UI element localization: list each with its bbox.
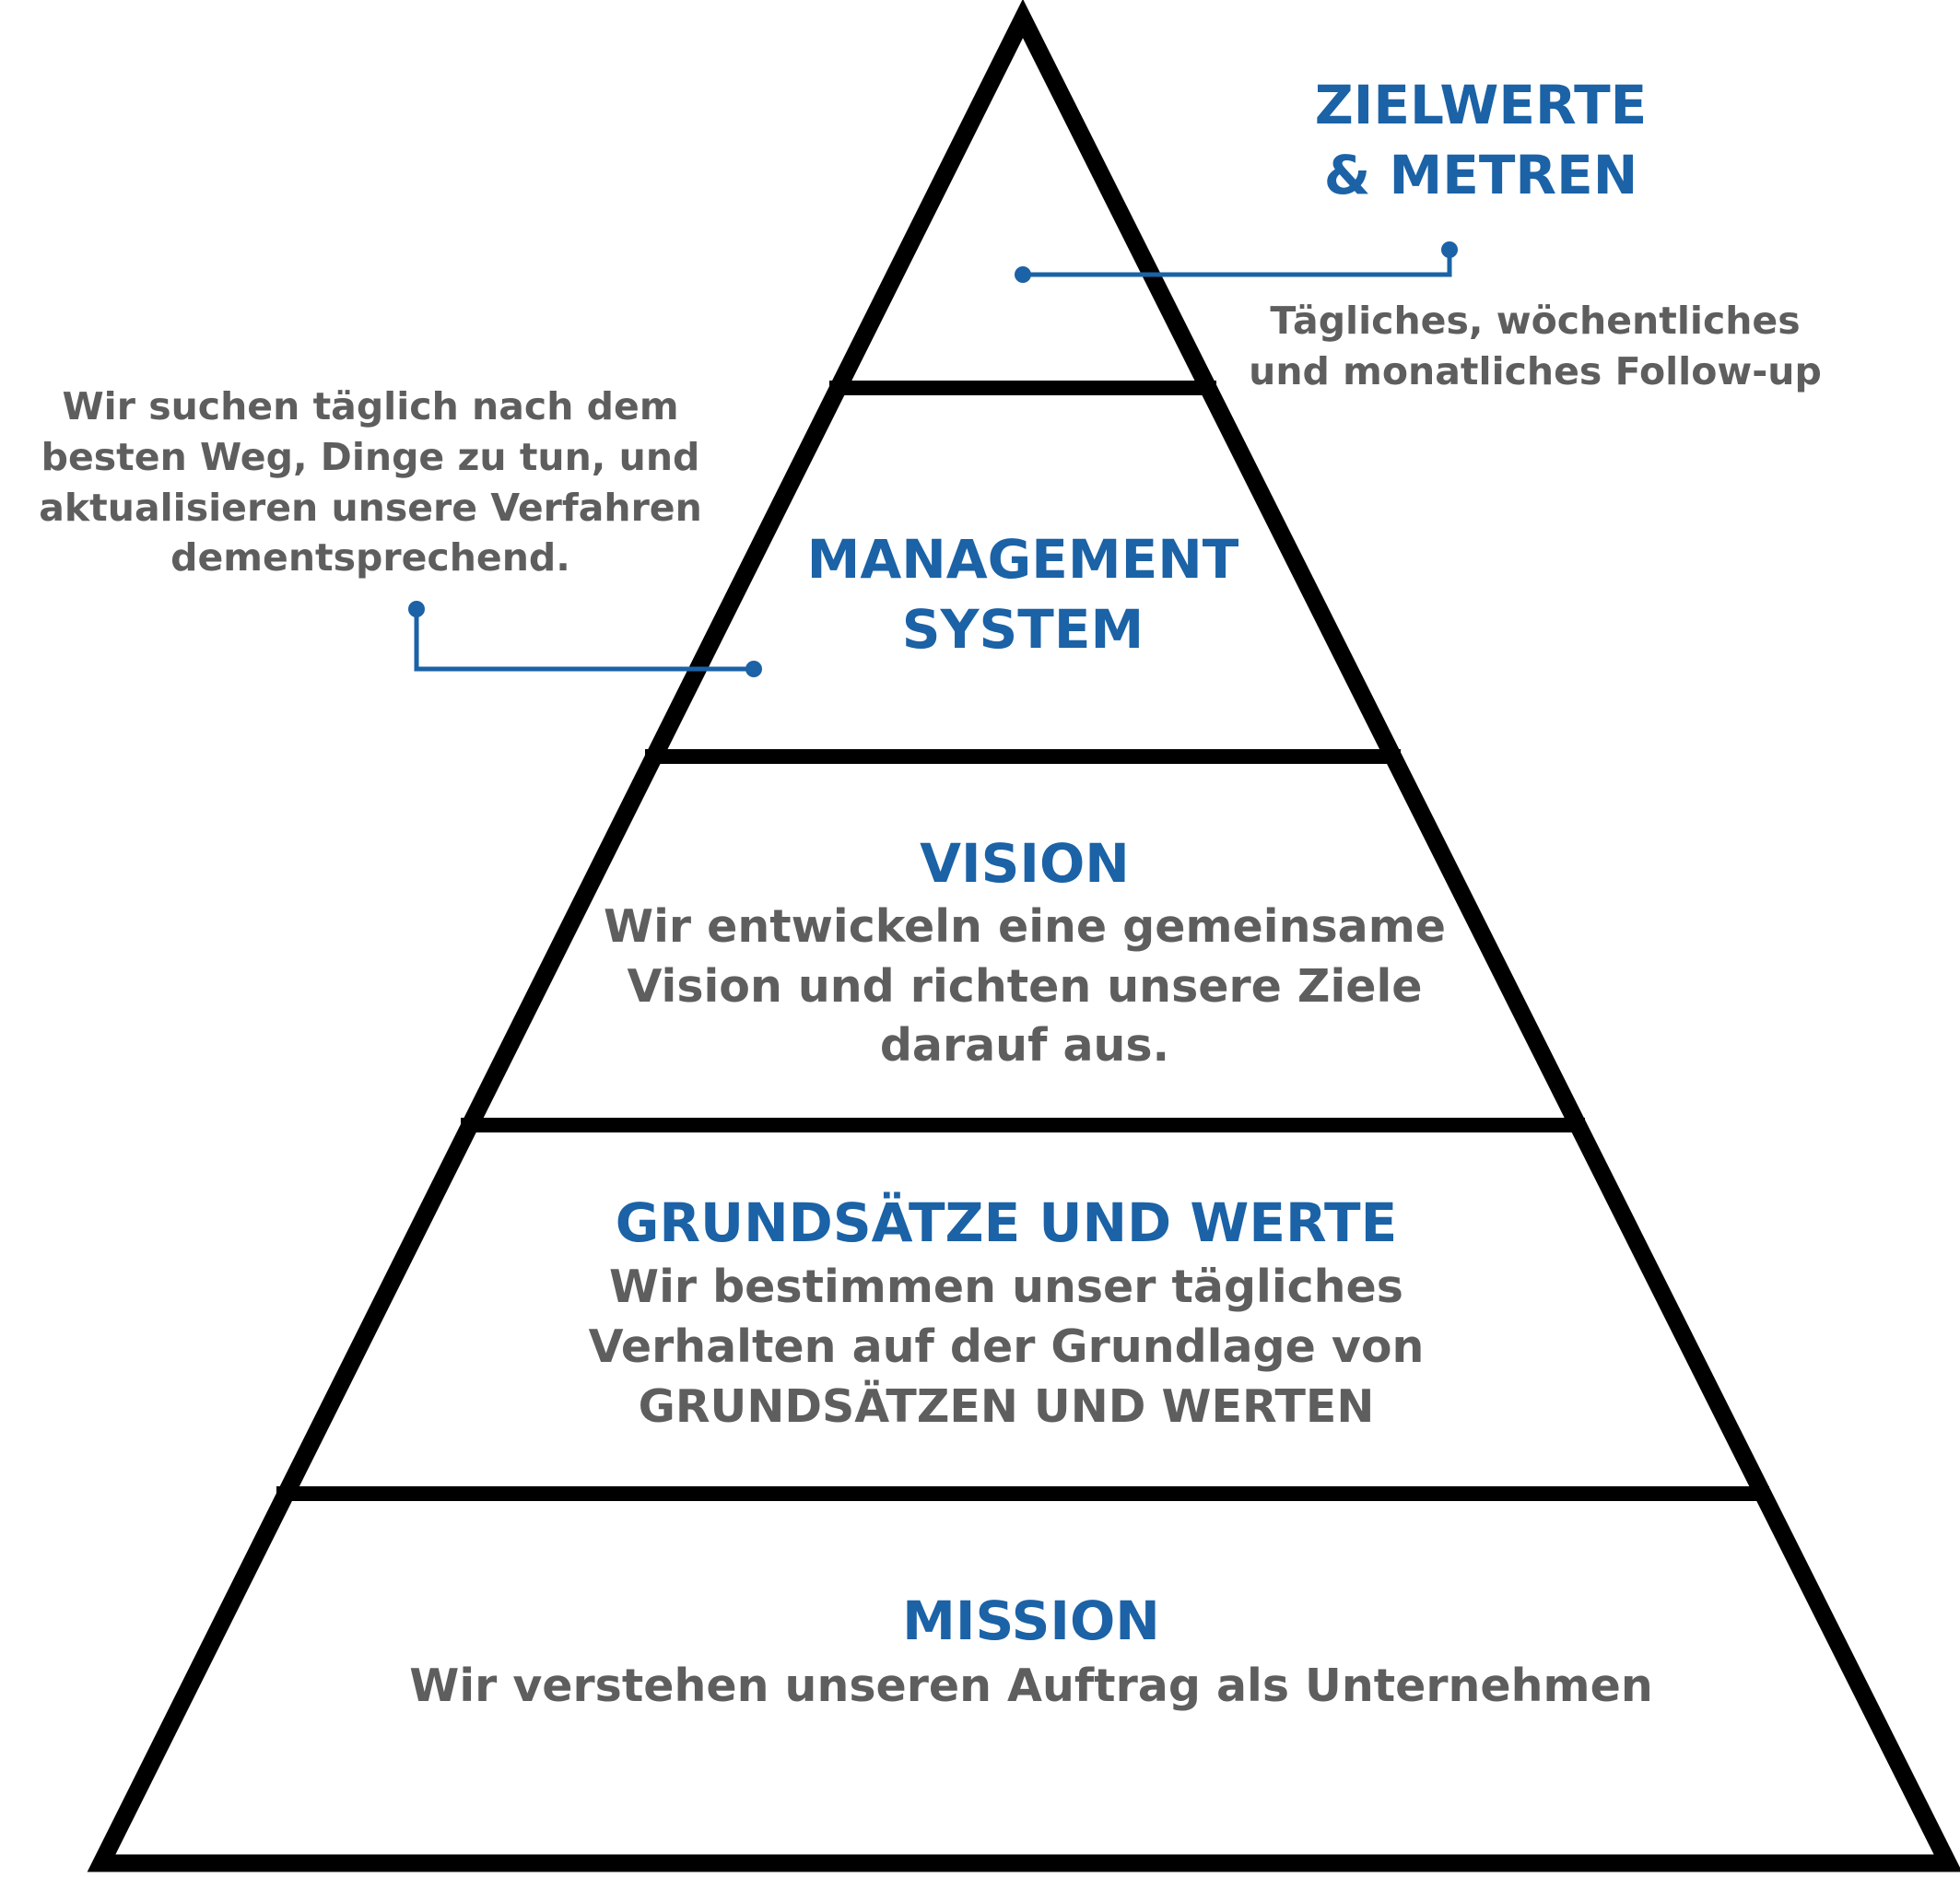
level-mission: MISSION Wir verstehen unseren Auftrag al… bbox=[409, 1590, 1652, 1712]
connector-dot bbox=[745, 661, 762, 677]
level-grundsaetze-und-werte: GRUNDSÄTZE UND WERTE Wir bestimmen unser… bbox=[589, 1191, 1425, 1433]
callout-title-line: ZIELWERTE bbox=[1315, 74, 1648, 136]
level-management-system: MANAGEMENT SYSTEM bbox=[807, 528, 1239, 661]
callout-text-line: aktualisieren unsere Verfahren bbox=[39, 486, 702, 530]
callout-text-line: besten Weg, Dinge zu tun, und bbox=[41, 435, 700, 479]
level-text-line: GRUNDSÄTZEN UND WERTEN bbox=[639, 1379, 1375, 1433]
level-text-line: Verhalten auf der Grundlage von bbox=[589, 1320, 1425, 1373]
connector-line bbox=[1023, 250, 1452, 277]
level-text-line: Wir verstehen unseren Auftrag als Untern… bbox=[409, 1660, 1652, 1712]
side-callout: Wir suchen täglich nach dem besten Weg, … bbox=[39, 384, 762, 677]
connector-dot bbox=[1441, 241, 1458, 258]
level-title: MISSION bbox=[902, 1590, 1160, 1652]
level-title: SYSTEM bbox=[902, 598, 1144, 661]
top-callout: ZIELWERTE & METREN Tägliches, wöchentlic… bbox=[1015, 74, 1822, 393]
level-title: VISION bbox=[920, 832, 1130, 895]
level-text-line: Vision und richten unsere Ziele bbox=[627, 960, 1422, 1013]
level-text-line: darauf aus. bbox=[880, 1019, 1169, 1072]
level-text-line: Wir entwickeln eine gemeinsame bbox=[604, 900, 1446, 953]
level-text-line: Wir bestimmen unser tägliches bbox=[609, 1261, 1403, 1313]
level-title: MANAGEMENT bbox=[807, 528, 1239, 591]
callout-text-line: dementsprechend. bbox=[170, 535, 570, 580]
connector-dot bbox=[408, 601, 425, 617]
callout-title-line: & METREN bbox=[1324, 144, 1638, 206]
connector-dot bbox=[1015, 266, 1031, 283]
pyramid-outline bbox=[87, 0, 1960, 1872]
connector-line bbox=[414, 609, 754, 672]
level-title: GRUNDSÄTZE UND WERTE bbox=[616, 1191, 1397, 1254]
level-vision: VISION Wir entwickeln eine gemeinsame Vi… bbox=[604, 832, 1446, 1072]
callout-text-line: und monatliches Follow-up bbox=[1249, 349, 1822, 393]
callout-text-line: Tägliches, wöchentliches bbox=[1270, 299, 1800, 343]
callout-text-line: Wir suchen täglich nach dem bbox=[62, 384, 678, 428]
